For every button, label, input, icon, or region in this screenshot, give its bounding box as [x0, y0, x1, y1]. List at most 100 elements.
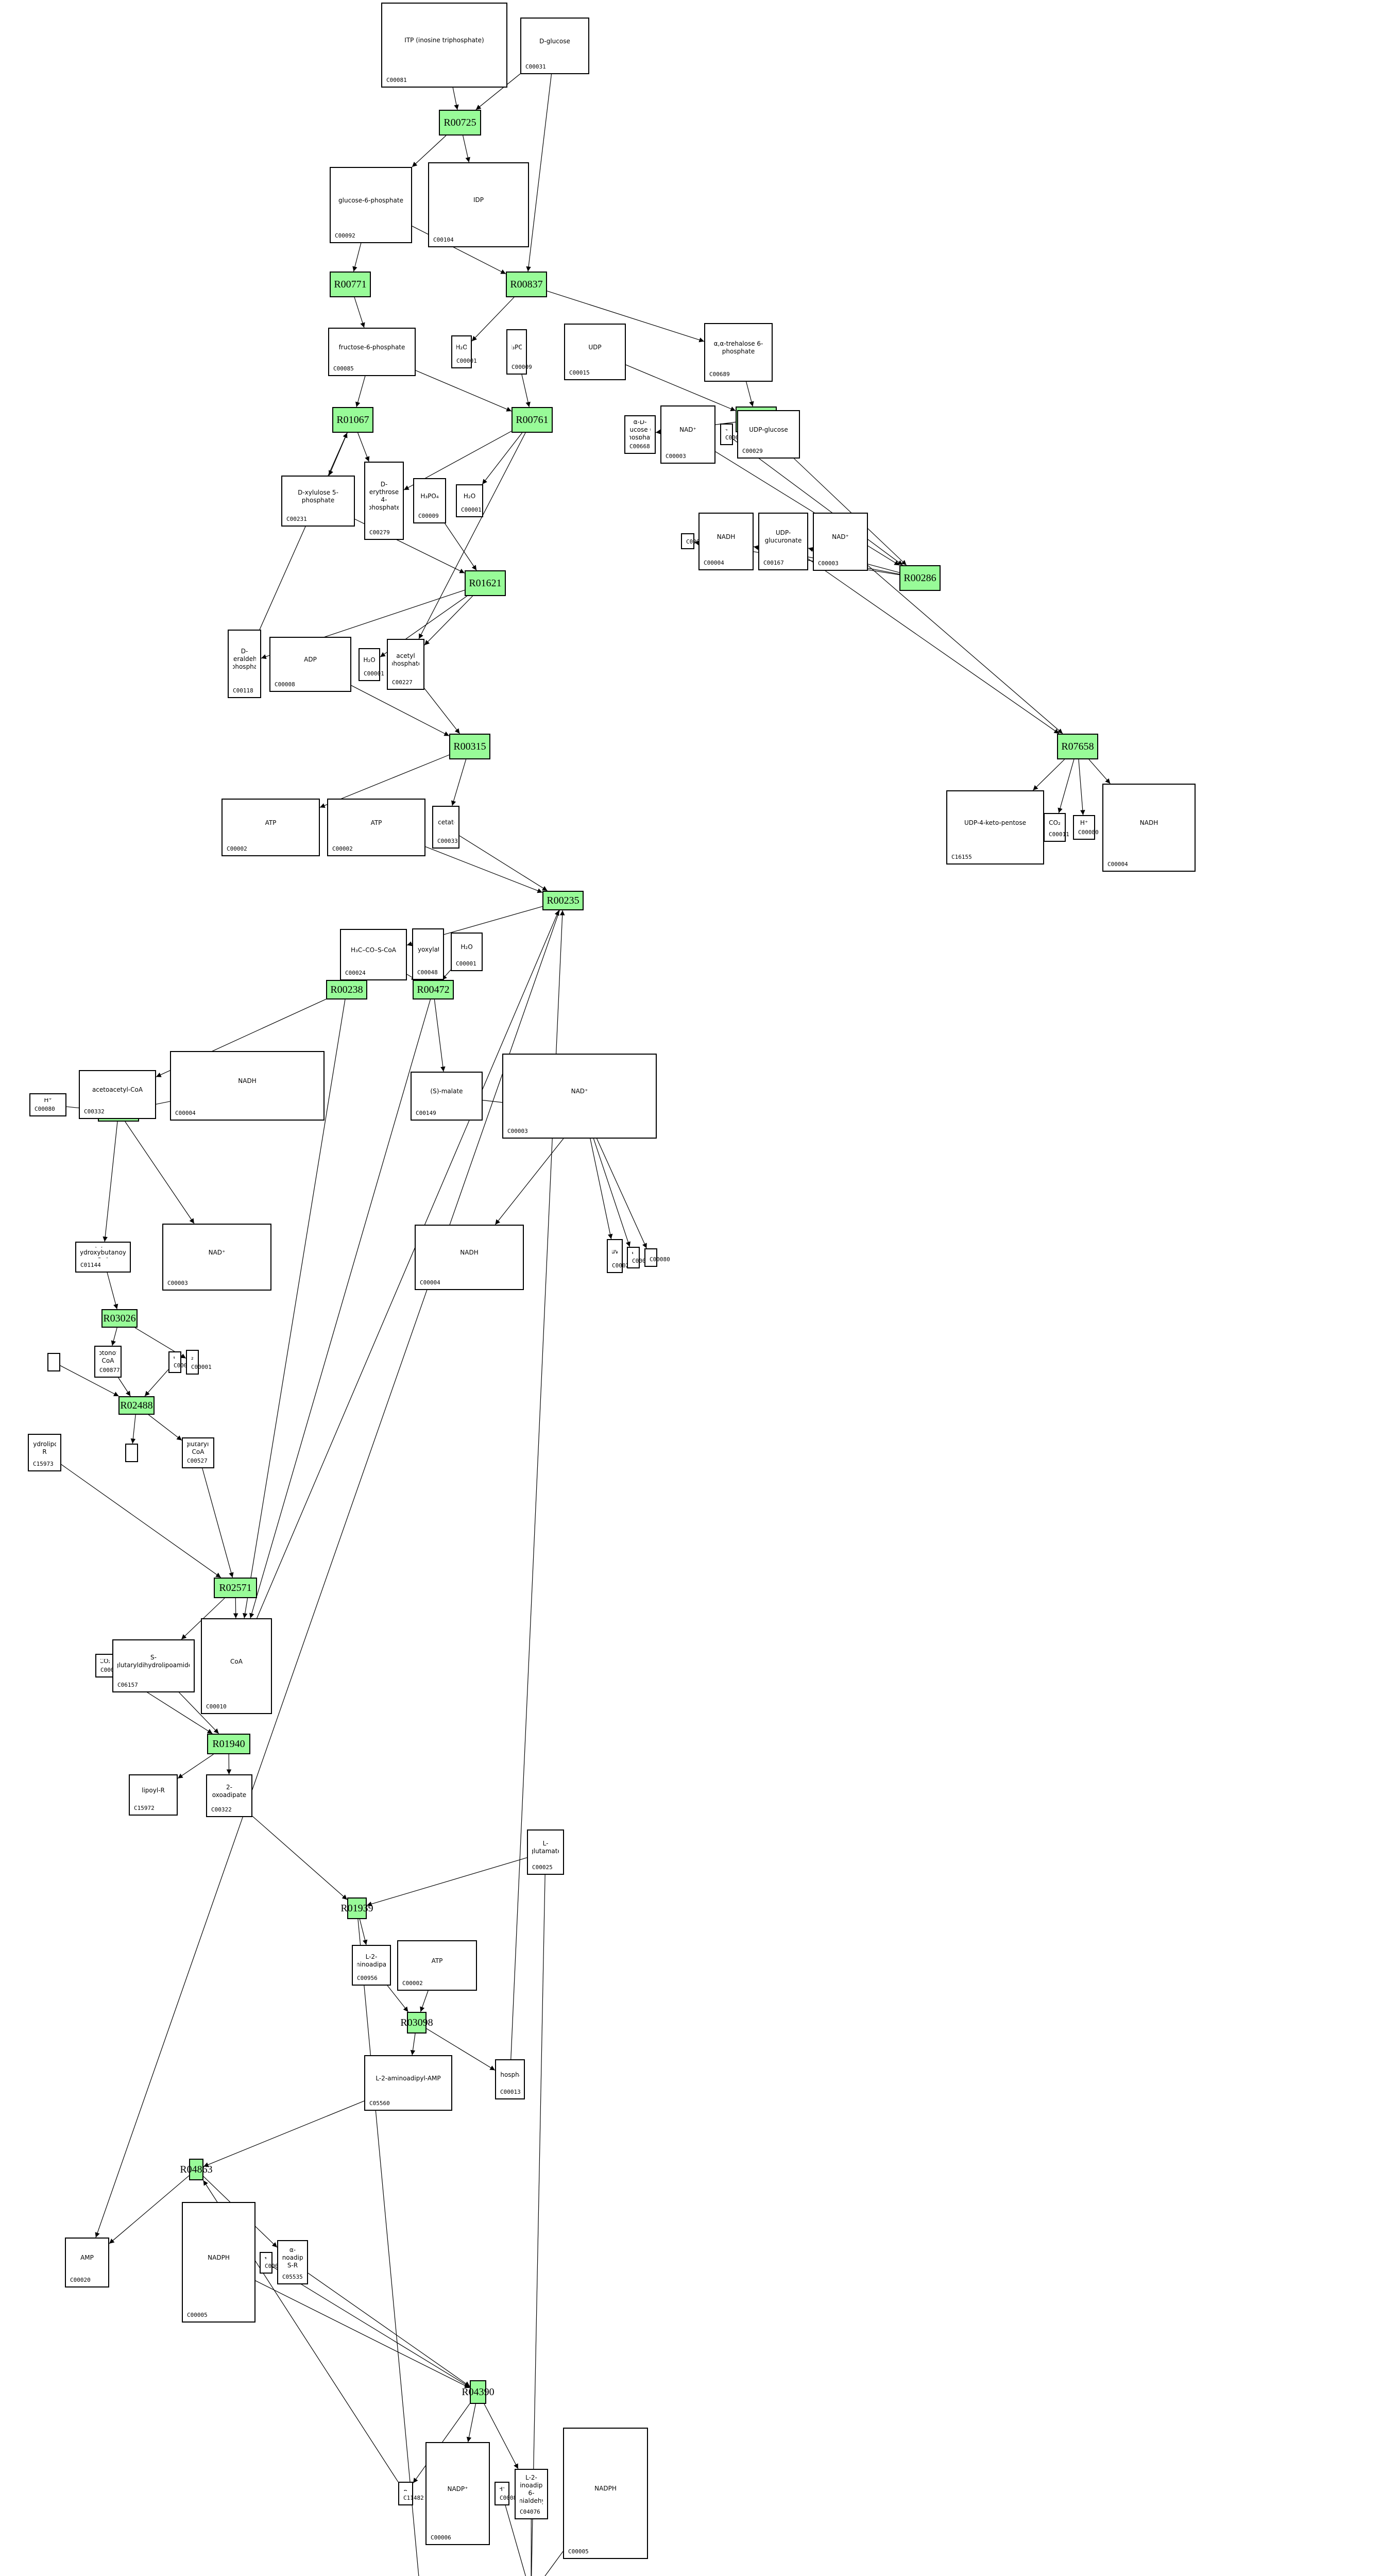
reaction-node[interactable]: R00472 — [413, 980, 454, 999]
structure-formula: glyoxylate — [417, 945, 439, 953]
compound-node[interactable]: L-2-aminoadipate 6-semialdehydeC04076 — [515, 2469, 548, 2519]
reaction-node[interactable]: R04863 — [180, 2159, 213, 2180]
compound-id-label: C00080 — [1078, 829, 1099, 836]
reaction-node[interactable]: R01067 — [332, 407, 373, 433]
compound-node[interactable]: pyruvateC00022 — [607, 1239, 633, 1273]
compound-node[interactable] — [125, 1444, 138, 1462]
reaction-node[interactable]: R02488 — [118, 1396, 155, 1415]
compound-node[interactable]: H⁺C00080 — [29, 1093, 66, 1116]
compound-node[interactable]: L-glutamateC00025 — [527, 1829, 564, 1875]
compound-node[interactable]: diphosphateC00013 — [495, 2059, 525, 2099]
reaction-node[interactable]: R01940 — [207, 1734, 250, 1754]
structure-formula: NADPH — [594, 2485, 617, 2492]
reaction-node[interactable]: R03026 — [101, 1309, 138, 1328]
compound-node[interactable]: H⁺C00080 — [644, 1248, 670, 1267]
reaction-node[interactable]: R07658 — [1057, 734, 1098, 759]
compound-node[interactable]: glyoxylateC00048 — [412, 928, 444, 980]
compound-id-label: C00322 — [211, 1806, 232, 1813]
reaction-node[interactable]: R01939 — [340, 1897, 373, 1919]
reaction-node[interactable]: R02571 — [214, 1578, 257, 1598]
reaction-node[interactable]: R00235 — [542, 891, 584, 910]
compound-node[interactable]: acetateC00033 — [432, 806, 459, 849]
compound-id-label: C00956 — [357, 1975, 378, 1981]
reaction-node[interactable]: R00315 — [449, 734, 490, 759]
structure-formula: NAD⁺ — [832, 533, 849, 540]
compound-node[interactable]: NAD⁺C00003 — [813, 513, 868, 571]
compound-node[interactable]: H⁺C00080 — [260, 2252, 285, 2274]
compound-node[interactable]: H⁺C00080 — [1073, 815, 1099, 840]
reaction-node[interactable]: R00286 — [899, 565, 941, 591]
compound-node[interactable]: L-2-aminoadipateC00956 — [352, 1945, 391, 1986]
compound-node[interactable]: NAD⁺C00003 — [162, 1224, 271, 1291]
compound-id-label: C00227 — [392, 679, 413, 686]
structure-formula: ATP — [431, 1957, 443, 1964]
edge-arrow — [410, 2033, 416, 2056]
compound-node[interactable] — [47, 1353, 60, 1371]
compound-node[interactable]: H⁺C00080 — [681, 533, 707, 549]
compound-node[interactable]: (S)-3-hydroxybutanoyl-CoAC01144 — [75, 1242, 131, 1273]
reaction-node[interactable]: R00837 — [506, 272, 547, 297]
compound-node[interactable]: NAD⁺C00003 — [502, 1054, 657, 1139]
reaction-node[interactable]: R00725 — [439, 110, 481, 135]
compound-node[interactable]: ITP (inosine triphosphate)C00081 — [381, 3, 507, 88]
compound-node[interactable]: HS–RC11482 — [398, 2482, 424, 2505]
compound-node[interactable]: NADP⁺C00006 — [425, 2442, 490, 2545]
reaction-node[interactable]: R00761 — [512, 407, 553, 433]
reaction-node[interactable]: R00771 — [330, 272, 371, 297]
reaction-node[interactable]: R01621 — [465, 570, 506, 596]
compound-node[interactable]: H⁺C00080 — [495, 2482, 520, 2505]
compound-node[interactable]: NAD⁺C00003 — [660, 405, 715, 464]
reaction-node[interactable]: R00238 — [326, 980, 367, 999]
reaction-node[interactable]: R03098 — [400, 2012, 433, 2033]
compound-node[interactable]: D-glyceraldehyde 3-phosphateC00118 — [228, 630, 261, 698]
reaction-node[interactable]: R04390 — [462, 2380, 495, 2404]
compound-node[interactable]: α-D-glucose 6-phosphateC00668 — [624, 415, 656, 454]
compound-node[interactable]: acetyl phosphateC00227 — [387, 639, 424, 690]
